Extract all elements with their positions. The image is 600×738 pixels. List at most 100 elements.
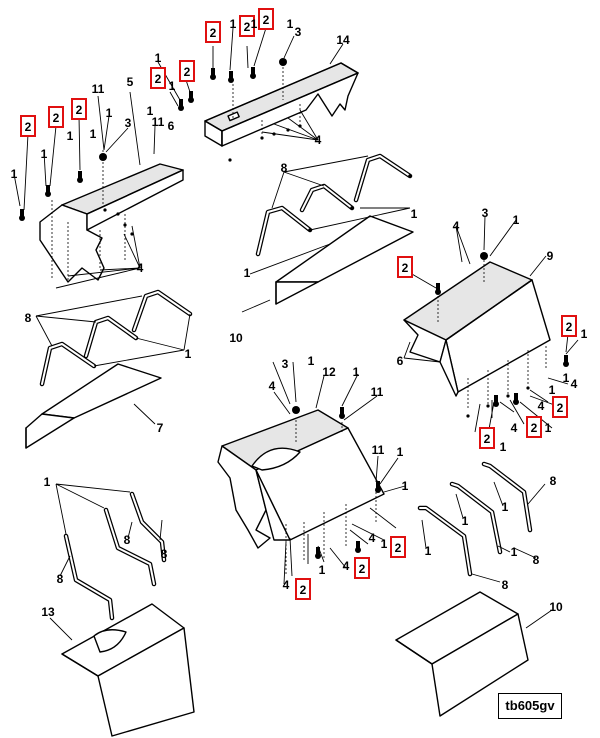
callout-text: 1 bbox=[462, 514, 469, 528]
callout: 1 bbox=[411, 207, 418, 221]
callout-text: 1 bbox=[251, 17, 258, 31]
callout: 3 bbox=[295, 25, 302, 39]
callout-text: 4 bbox=[137, 261, 144, 275]
callout: 11 bbox=[372, 443, 385, 457]
callout-text: 11 bbox=[372, 443, 385, 457]
panel-part-10-lower bbox=[395, 591, 529, 717]
callout-highlight-box bbox=[295, 578, 311, 600]
callout: 1 bbox=[402, 479, 409, 493]
hoop-set-8-left bbox=[39, 289, 193, 387]
callout: 13 bbox=[41, 605, 55, 619]
callout: 1 bbox=[513, 213, 520, 227]
callout: 8 bbox=[161, 547, 168, 561]
hoop-set-8-lower-right bbox=[417, 461, 533, 577]
callout-text: 1 bbox=[545, 421, 552, 435]
callout-text: 1 bbox=[41, 147, 48, 161]
callout: 1 bbox=[462, 514, 469, 528]
hood-part-14 bbox=[204, 62, 359, 162]
callout: 8 bbox=[533, 553, 540, 567]
callout-highlighted: 2 bbox=[397, 256, 413, 278]
callout: 4 bbox=[315, 133, 322, 147]
callout-text: 1 bbox=[402, 479, 409, 493]
callout: 1 bbox=[147, 104, 154, 118]
fastener-glyphs bbox=[19, 58, 569, 559]
callout-text: 2 bbox=[531, 421, 538, 435]
callout-highlighted: 2 bbox=[561, 315, 577, 337]
callout-highlight-box bbox=[397, 256, 413, 278]
panel-part-7 bbox=[25, 363, 162, 449]
callout: 4 bbox=[283, 578, 290, 592]
callout: 1 bbox=[425, 544, 432, 558]
panel-part-10-upper bbox=[275, 215, 414, 305]
callout: 8 bbox=[502, 578, 509, 592]
callout-text: 8 bbox=[550, 474, 557, 488]
callout-text: 1 bbox=[90, 127, 97, 141]
callout-text: 4 bbox=[315, 133, 322, 147]
hood-part-5 bbox=[39, 150, 184, 283]
callout: 1 bbox=[549, 383, 556, 397]
callout-highlighted: 2 bbox=[20, 115, 36, 137]
callout-text: 1 bbox=[549, 383, 556, 397]
callout-text: 2 bbox=[557, 401, 564, 415]
callout-text: 2 bbox=[484, 432, 491, 446]
callout-text: 1 bbox=[185, 347, 192, 361]
callout: 8 bbox=[550, 474, 557, 488]
callout-highlighted: 2 bbox=[258, 8, 274, 30]
callout-highlight-box bbox=[239, 15, 255, 37]
callout: 8 bbox=[281, 161, 288, 175]
callout-text: 2 bbox=[395, 541, 402, 555]
callout-highlighted: 2 bbox=[239, 15, 255, 37]
callout-text: 2 bbox=[359, 562, 366, 576]
callout-highlighted: 2 bbox=[150, 67, 166, 89]
callout-text: 13 bbox=[41, 605, 55, 619]
panel-part-13 bbox=[61, 603, 195, 737]
hoop-set-8-upper bbox=[255, 153, 413, 257]
callout-text: 1 bbox=[425, 544, 432, 558]
callout: 4 bbox=[453, 219, 460, 233]
callout-text: 2 bbox=[25, 120, 32, 134]
callout: 1 bbox=[41, 147, 48, 161]
callout: 4 bbox=[369, 531, 376, 545]
callout: 11 bbox=[92, 82, 105, 96]
callout: 11 bbox=[152, 115, 165, 129]
callout-highlight-box bbox=[526, 416, 542, 438]
callout-text: 11 bbox=[371, 385, 384, 399]
callout-text: 12 bbox=[322, 365, 336, 379]
callout: 8 bbox=[25, 311, 32, 325]
callout-highlight-box bbox=[561, 315, 577, 337]
callout-text: 1 bbox=[155, 51, 162, 65]
callout-highlighted: 2 bbox=[179, 60, 195, 82]
callout-text: 1 bbox=[287, 17, 294, 31]
callout: 1 bbox=[230, 17, 237, 31]
callout-text: 1 bbox=[581, 327, 588, 341]
callout-highlighted: 2 bbox=[48, 106, 64, 128]
callout: 3 bbox=[482, 206, 489, 220]
callout: 1 bbox=[319, 563, 326, 577]
callout-highlighted: 2 bbox=[71, 98, 87, 120]
callout-text: 1 bbox=[511, 545, 518, 559]
callout: 10 bbox=[549, 600, 563, 614]
callout-text: 3 bbox=[125, 116, 132, 130]
callout: 1 bbox=[287, 17, 294, 31]
callout: 1 bbox=[67, 129, 74, 143]
callout-text: 4 bbox=[453, 219, 460, 233]
callout-text: 3 bbox=[282, 357, 289, 371]
callout-text: 1 bbox=[106, 106, 113, 120]
callout-highlight-box bbox=[479, 427, 495, 449]
callout-highlighted: 2 bbox=[479, 427, 495, 449]
callout-text: 4 bbox=[571, 377, 578, 391]
callout-highlight-box bbox=[205, 21, 221, 43]
callout: 4 bbox=[511, 421, 518, 435]
callout-text: 2 bbox=[184, 65, 191, 79]
callout-text: 11 bbox=[152, 115, 165, 129]
callout-highlighted: 2 bbox=[526, 416, 542, 438]
callout-highlight-box bbox=[354, 557, 370, 579]
callout-text: 2 bbox=[244, 20, 251, 34]
callout: 1 bbox=[381, 537, 388, 551]
drawing-code-label: tb605gv bbox=[498, 693, 562, 719]
callout-text: 2 bbox=[210, 26, 217, 40]
callout: 3 bbox=[282, 357, 289, 371]
callout-text: 1 bbox=[513, 213, 520, 227]
callout-text: 1 bbox=[500, 440, 507, 454]
